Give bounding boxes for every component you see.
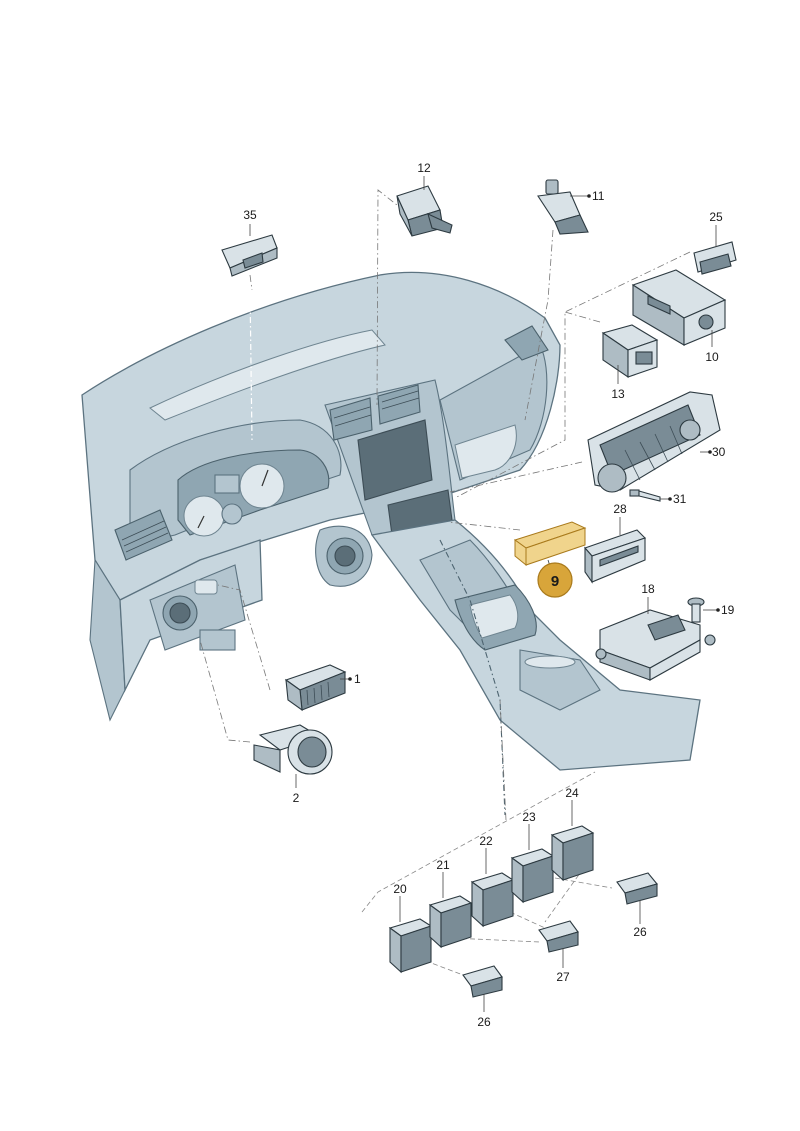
dashboard-illustration	[81, 271, 701, 816]
part-13-switch	[601, 324, 659, 379]
part-button-24	[550, 825, 595, 882]
callout-28: 28	[613, 502, 627, 516]
callout-2: 2	[293, 791, 300, 805]
part-26-blank-bottom	[462, 965, 503, 998]
part-9-highlighted	[513, 521, 587, 573]
callout-30: 30	[712, 445, 726, 459]
part-28-switch-strip	[584, 529, 647, 584]
callout-20: 20	[393, 882, 407, 896]
callout-25: 25	[709, 210, 723, 224]
callout-22: 22	[479, 834, 493, 848]
callout-31: 31	[673, 492, 687, 506]
callout-24: 24	[565, 786, 579, 800]
part-button-20	[388, 918, 433, 974]
part-12-switch	[396, 185, 453, 237]
part-35-cover	[221, 234, 278, 277]
callout-labels: 35 12 11 25 10 13 30 31 28 9 18 19	[243, 161, 734, 1029]
callout-13: 13	[611, 387, 625, 401]
part-2-light-switch	[253, 724, 333, 775]
part-button-22	[470, 872, 515, 928]
callout-35: 35	[243, 208, 257, 222]
callout-9: 9	[551, 573, 559, 590]
callout-1: 1	[354, 672, 361, 686]
part-10-module	[631, 269, 727, 346]
part-31-screw	[629, 489, 661, 502]
part-1-switch	[284, 664, 347, 712]
part-19-bolt	[687, 597, 705, 623]
part-25-cap	[693, 241, 737, 275]
part-26-blank-right	[616, 872, 658, 905]
callout-26-right: 26	[633, 925, 647, 939]
part-button-23	[510, 848, 555, 904]
callout-10: 10	[705, 350, 719, 364]
callout-26-bottom: 26	[477, 1015, 491, 1029]
callout-27: 27	[556, 970, 570, 984]
callout-18: 18	[641, 582, 655, 596]
callout-21: 21	[436, 858, 450, 872]
callout-12: 12	[417, 161, 431, 175]
callout-23: 23	[522, 810, 536, 824]
part-18-control-unit	[595, 609, 716, 681]
part-11-sensor	[537, 179, 589, 235]
part-30-climate-control	[587, 391, 721, 493]
part-27-blank	[538, 920, 579, 953]
callout-11: 11	[592, 189, 605, 203]
part-button-21	[428, 895, 473, 949]
callout-9-highlight-circle	[537, 562, 573, 598]
callout-19: 19	[721, 603, 735, 617]
